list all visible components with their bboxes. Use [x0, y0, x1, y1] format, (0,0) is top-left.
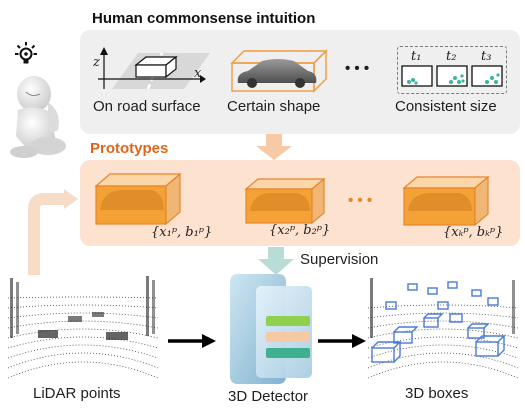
axis-z-label: z	[93, 55, 100, 70]
thinking-person-icon	[10, 76, 66, 158]
detector-label: 3D Detector	[228, 388, 309, 405]
arrow-supervision	[258, 247, 294, 275]
car-shape-illustration	[230, 49, 328, 93]
detector-icon	[230, 274, 312, 384]
prototype-box-1	[94, 172, 182, 226]
supervision-label: Supervision	[300, 251, 379, 268]
prototype-box-2	[244, 177, 326, 225]
lidar-point-cloud	[8, 276, 158, 379]
prototypes-title: Prototypes	[90, 140, 169, 157]
frame-t3-label: t₃	[481, 49, 492, 64]
detected-boxes-scene	[368, 278, 518, 379]
prototypes-ellipsis: • • •	[348, 192, 373, 209]
size-frames-illustration	[401, 65, 503, 87]
consistent-size-label: Consistent size	[395, 98, 497, 115]
certain-shape-label: Certain shape	[227, 98, 321, 115]
boxes-label: 3D boxes	[405, 385, 469, 402]
road-surface-label: On road surface	[93, 98, 201, 115]
lidar-label: LiDAR points	[33, 385, 121, 402]
commonsense-title: Human commonsense intuition	[92, 10, 316, 27]
arrow-to-prototypes	[256, 134, 292, 160]
top-ellipsis: • • •	[345, 60, 370, 77]
lightbulb-icon	[15, 42, 37, 64]
prototype-box-k	[402, 175, 490, 227]
consistent-size-frame	[397, 46, 507, 94]
arrow-to-detector	[168, 334, 216, 348]
prototype-2-formula: {x₂ᵖ, b₂ᵖ}	[269, 223, 331, 238]
prototype-k-formula: {xₖᵖ, bₖᵖ}	[443, 225, 504, 240]
road-surface-illustration	[98, 47, 210, 90]
arrow-to-boxes	[318, 334, 366, 348]
frame-t2-label: t₂	[446, 49, 457, 64]
frame-t1-label: t₁	[411, 49, 422, 64]
axis-x-label: x	[194, 66, 202, 81]
prototype-1-formula: {x₁ᵖ, b₁ᵖ}	[151, 225, 213, 240]
arrow-lidar-to-prototypes	[28, 189, 78, 275]
